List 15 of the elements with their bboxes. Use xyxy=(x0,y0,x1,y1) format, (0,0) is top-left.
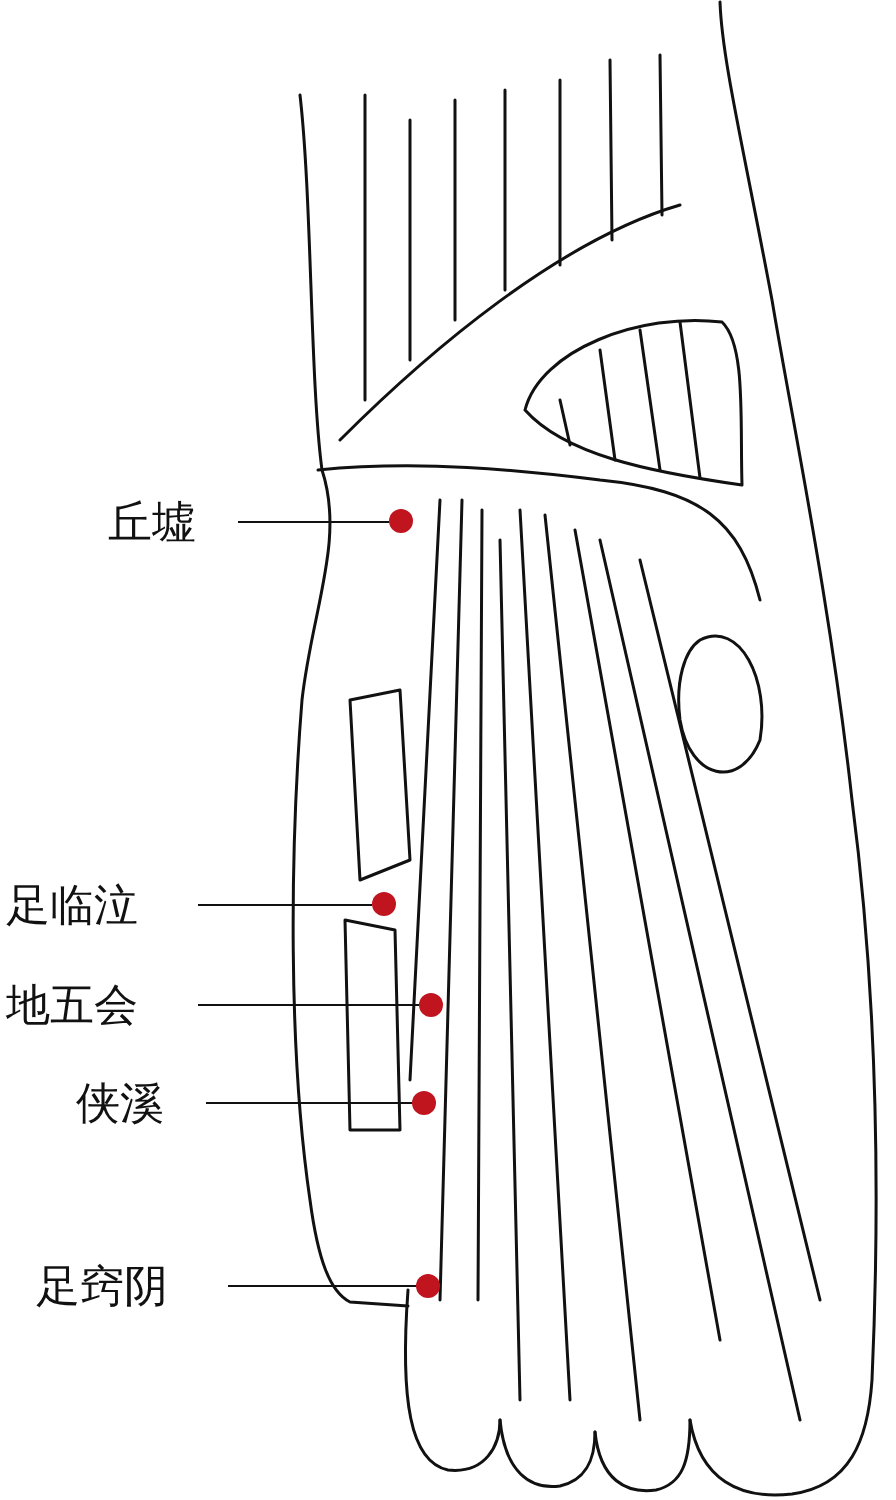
point-label: 丘墟 xyxy=(108,497,196,547)
point-label: 足窍阴 xyxy=(36,1261,168,1311)
acupoint-dot xyxy=(416,1274,440,1298)
leader-line xyxy=(197,904,373,906)
leader-line xyxy=(237,521,390,523)
acupoint-dot xyxy=(372,892,396,916)
leader-line xyxy=(197,1004,420,1006)
leader-line xyxy=(227,1285,417,1287)
acupoint-dot xyxy=(412,1091,436,1115)
point-label: 足临泣 xyxy=(6,880,138,930)
acupoint-dot xyxy=(419,993,443,1017)
leader-line xyxy=(205,1102,413,1104)
point-label: 地五会 xyxy=(6,980,138,1030)
acupoint-dot xyxy=(389,509,413,533)
point-label: 侠溪 xyxy=(76,1078,164,1128)
